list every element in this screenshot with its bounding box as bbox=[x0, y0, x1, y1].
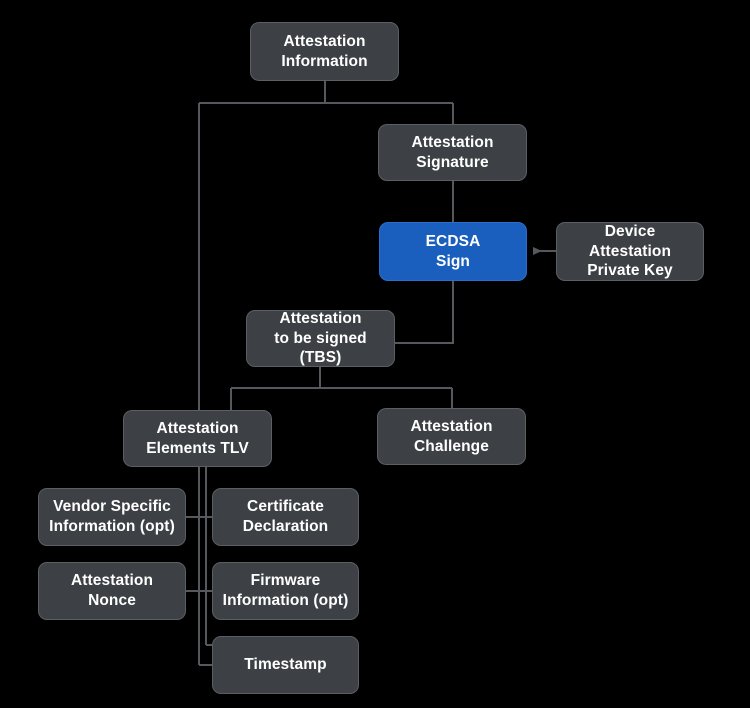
node-attestation-elements-tlv[interactable]: Attestation Elements TLV bbox=[123, 410, 272, 467]
node-attestation-challenge[interactable]: Attestation Challenge bbox=[377, 408, 526, 465]
node-attestation-signature-label: Attestation Signature bbox=[411, 133, 494, 171]
node-device-attestation-private-key[interactable]: Device Attestation Private Key bbox=[556, 222, 704, 281]
node-timestamp-label: Timestamp bbox=[244, 656, 327, 674]
node-attestation-nonce[interactable]: Attestation Nonce bbox=[38, 562, 186, 620]
node-firmware-information-label: Firmware Information (opt) bbox=[222, 572, 349, 609]
node-certificate-declaration-label: Certificate Declaration bbox=[242, 498, 329, 535]
node-ecdsa-sign-label: ECDSA Sign bbox=[425, 232, 481, 270]
node-firmware-information[interactable]: Firmware Information (opt) bbox=[212, 562, 359, 620]
node-certificate-declaration[interactable]: Certificate Declaration bbox=[212, 488, 359, 546]
node-device-attestation-private-key-label: Device Attestation Private Key bbox=[587, 222, 673, 280]
node-attestation-information[interactable]: Attestation Information bbox=[250, 22, 399, 81]
edge-ecdsa-to-tbs bbox=[395, 281, 454, 344]
node-attestation-nonce-label: Attestation Nonce bbox=[70, 572, 154, 609]
node-vendor-specific-information[interactable]: Vendor Specific Information (opt) bbox=[38, 488, 186, 546]
node-attestation-challenge-label: Attestation Challenge bbox=[410, 417, 493, 455]
node-attestation-elements-tlv-label: Attestation Elements TLV bbox=[146, 419, 249, 457]
node-vendor-specific-information-label: Vendor Specific Information (opt) bbox=[49, 498, 175, 535]
node-timestamp[interactable]: Timestamp bbox=[212, 636, 359, 694]
node-attestation-tbs-label: Attestation to be signed (TBS) bbox=[274, 309, 367, 367]
node-attestation-signature[interactable]: Attestation Signature bbox=[378, 124, 527, 181]
node-attestation-information-label: Attestation Information bbox=[281, 32, 368, 70]
node-attestation-tbs[interactable]: Attestation to be signed (TBS) bbox=[246, 310, 395, 367]
node-ecdsa-sign[interactable]: ECDSA Sign bbox=[379, 222, 527, 281]
